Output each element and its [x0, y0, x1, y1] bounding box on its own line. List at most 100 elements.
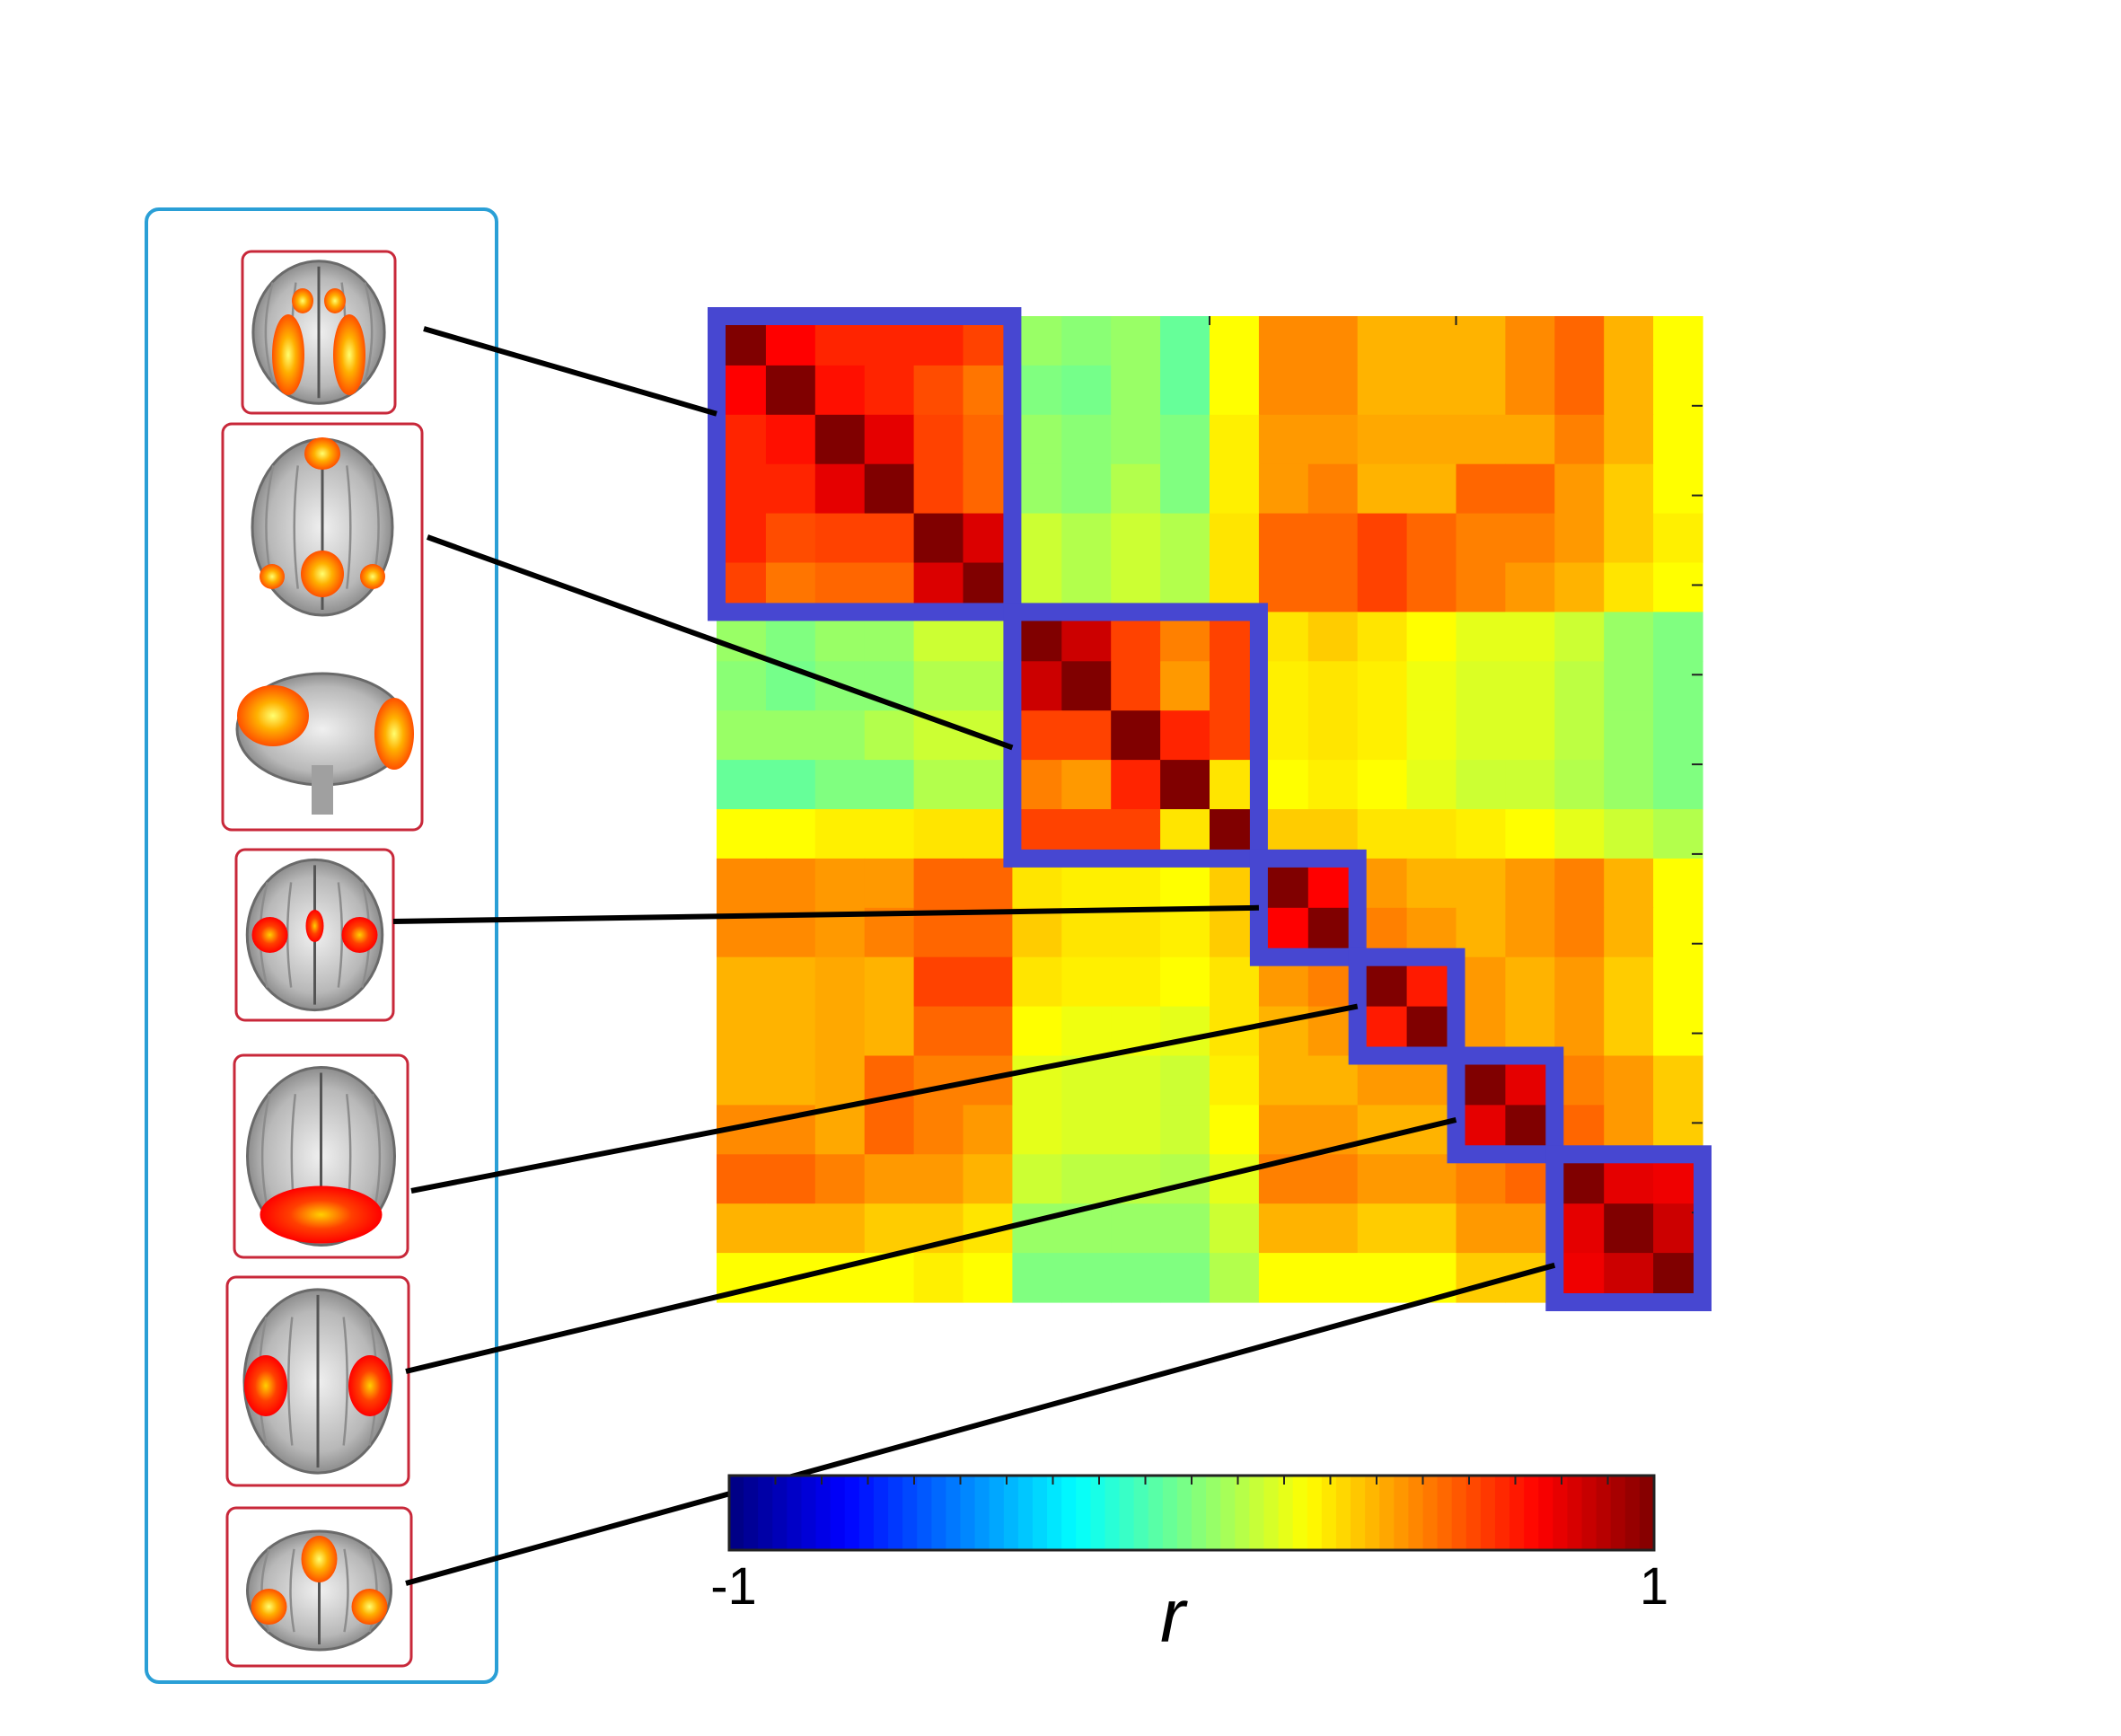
matrix-cell: [1604, 414, 1654, 465]
matrix-cell: [1307, 513, 1359, 564]
colorbar-segment: [1090, 1476, 1106, 1550]
colorbar-title: r: [1160, 1573, 1188, 1658]
matrix-cell: [1160, 1055, 1210, 1106]
connector-line-2: [426, 534, 1014, 751]
matrix-cell: [1456, 612, 1506, 662]
matrix-cell: [717, 661, 767, 711]
matrix-cell: [1554, 809, 1605, 859]
gyrus-line: [346, 465, 352, 589]
colorbar-min-label: -1: [710, 1557, 757, 1616]
module-outline-6: [1545, 1145, 1712, 1312]
colorbar-segment: [744, 1476, 759, 1550]
matrix-cell: [765, 1055, 816, 1106]
matrix-cell: [1111, 1203, 1161, 1254]
colorbar-segment: [758, 1476, 773, 1550]
matrix-cell: [1111, 316, 1161, 366]
matrix-cell: [913, 1154, 964, 1204]
matrix-cell: [717, 809, 767, 859]
activation-blob: [301, 551, 344, 597]
module-outline-5: [1447, 1046, 1564, 1164]
colorbar-segment: [1624, 1476, 1641, 1550]
matrix-cell: [913, 414, 964, 465]
matrix-cell: [1406, 1203, 1457, 1254]
module-outline-2: [1003, 603, 1268, 868]
matrix-cell: [1456, 316, 1506, 366]
matrix-cell: [1554, 710, 1605, 761]
matrix-cell: [765, 463, 816, 515]
matrix-cell: [1604, 956, 1654, 1008]
matrix-cell: [913, 710, 964, 761]
matrix-cell: [1604, 365, 1654, 416]
matrix-cell: [1456, 809, 1506, 859]
colorbar-segment: [772, 1476, 788, 1550]
matrix-cell: [765, 858, 816, 909]
matrix-cell: [1061, 1105, 1112, 1155]
matrix-cell: [1357, 414, 1408, 465]
matrix-cell: [1653, 760, 1703, 810]
matrix-cell: [913, 1253, 964, 1303]
colorbar-segment: [1567, 1476, 1583, 1550]
activation-blob: [272, 314, 304, 395]
gyrus-line: [342, 1317, 348, 1446]
colorbar-segment: [1061, 1476, 1077, 1550]
matrix-cell: [1604, 661, 1654, 711]
matrix-cell: [1406, 858, 1457, 909]
matrix-cell: [1357, 562, 1408, 612]
matrix-cell: [1653, 513, 1703, 564]
matrix-cell: [1456, 414, 1506, 465]
matrix-cell: [1160, 1253, 1210, 1303]
matrix-cell: [864, 513, 915, 564]
matrix-cell: [913, 858, 964, 909]
matrix-cell: [1061, 661, 1112, 711]
matrix-cell: [1406, 562, 1457, 612]
brain-axial-and-sagittal-slices-icon: [221, 422, 424, 832]
colorbar-segment: [787, 1476, 803, 1550]
matrix-cell: [1406, 710, 1457, 761]
colorbar-segment: [1148, 1476, 1164, 1550]
matrix-cell: [1505, 463, 1555, 515]
colorbar-segment: [1263, 1476, 1280, 1550]
colorbar-segment: [888, 1476, 903, 1550]
module-outline-1: [708, 307, 1022, 621]
matrix-cell: [765, 1006, 816, 1057]
matrix-cell: [814, 956, 866, 1008]
matrix-cell: [717, 1154, 767, 1204]
matrix-cell: [864, 858, 915, 909]
matrix-cell: [1160, 1203, 1210, 1254]
matrix-cell: [1357, 661, 1408, 711]
matrix-cell: [1210, 316, 1260, 366]
colorbar-segment: [917, 1476, 932, 1550]
colorbar-segment: [729, 1476, 744, 1550]
colorbar-segment: [1365, 1476, 1380, 1550]
activation-blob: [341, 917, 378, 953]
matrix-cell: [1160, 661, 1210, 711]
matrix-cell: [1554, 513, 1605, 564]
matrix-cell: [765, 809, 816, 859]
matrix-cell: [913, 1105, 964, 1155]
matrix-cell: [1210, 414, 1260, 465]
matrix-cell: [1210, 1105, 1260, 1155]
colorbar-segment: [1076, 1476, 1091, 1550]
matrix-cell: [1160, 365, 1210, 416]
matrix-cell: [814, 365, 866, 416]
colorbar-segment: [1206, 1476, 1221, 1550]
activation-blob: [348, 1355, 392, 1416]
matrix-cell: [1604, 612, 1654, 662]
matrix-cell: [717, 1055, 767, 1106]
matrix-cell: [864, 414, 915, 465]
matrix-cell: [1307, 661, 1359, 711]
matrix-cell: [1554, 365, 1605, 416]
matrix-cell: [1653, 956, 1703, 1008]
gyrus-line: [343, 1548, 349, 1633]
matrix-cell: [1258, 513, 1309, 564]
gyrus-line: [289, 1548, 295, 1633]
matrix-cell: [913, 956, 964, 1008]
module-outlines: [708, 307, 1712, 1312]
colorbar: [727, 1474, 1656, 1552]
activation-blob: [351, 1589, 388, 1625]
matrix-cell: [765, 710, 816, 761]
matrix-cell: [1210, 513, 1260, 564]
matrix-cell: [1258, 1253, 1309, 1303]
matrix-cell: [1012, 1006, 1062, 1057]
matrix-cell: [1554, 661, 1605, 711]
